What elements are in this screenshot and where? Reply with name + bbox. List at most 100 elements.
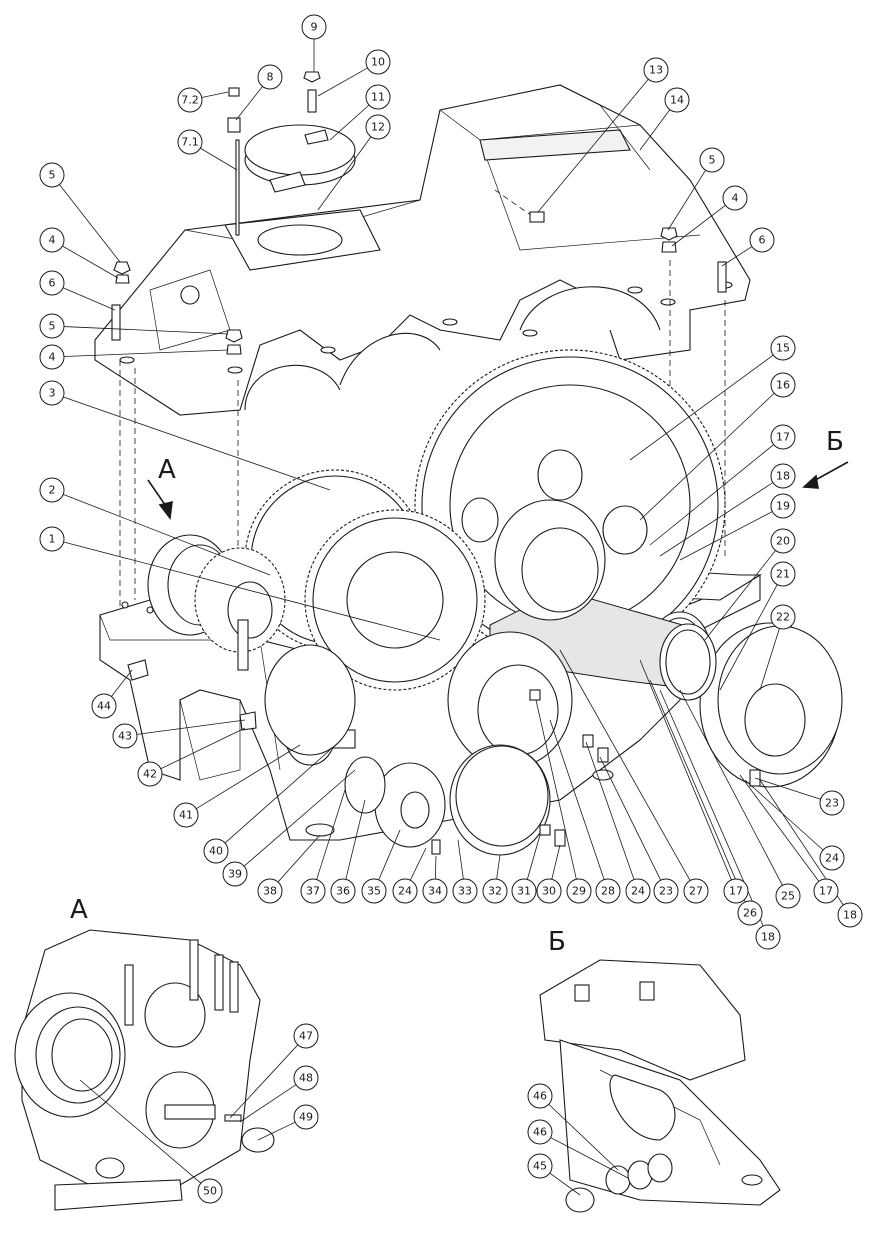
callout-2: 2 <box>39 477 65 503</box>
callout-circle <box>770 372 796 398</box>
callout-circle <box>392 878 418 904</box>
callout-34: 34 <box>422 878 448 904</box>
callout-number: 38 <box>263 885 277 898</box>
callout-circle <box>723 878 749 904</box>
callout-number: 20 <box>776 535 790 548</box>
callout-circle <box>177 87 203 113</box>
leader-line <box>739 774 820 882</box>
callout-number: 26 <box>743 907 757 920</box>
callout-10: 10 <box>365 49 391 75</box>
detail-a-title: А <box>70 895 88 925</box>
leader-line <box>549 719 605 880</box>
leader-line <box>550 1137 629 1179</box>
callout-circle <box>737 900 763 926</box>
callout-number: 13 <box>649 64 663 77</box>
callout-number: 46 <box>533 1090 547 1103</box>
leader-line <box>63 326 229 335</box>
leader-line <box>160 727 246 770</box>
bolts-misc <box>431 689 761 855</box>
leader-line <box>659 482 774 557</box>
callout-number: 11 <box>371 91 385 104</box>
inspection-cover <box>244 124 356 193</box>
callout-number: 22 <box>776 611 790 624</box>
callout-48: 48 <box>293 1065 319 1091</box>
callout-number: 15 <box>776 342 790 355</box>
callout-circle <box>293 1023 319 1049</box>
callout-42: 42 <box>137 761 163 787</box>
callout-36: 36 <box>330 878 356 904</box>
callout-number: 39 <box>228 868 242 881</box>
callout-circle <box>755 924 781 950</box>
callout-number: 34 <box>428 885 442 898</box>
callout-50: 50 <box>197 1178 223 1204</box>
leader-line <box>277 834 321 883</box>
leader-line <box>639 659 732 881</box>
callout-number: 42 <box>143 768 157 781</box>
callout-circle <box>39 526 65 552</box>
leader-line <box>679 689 783 886</box>
callout-number: 6 <box>49 277 56 290</box>
callout-circle <box>527 1083 553 1109</box>
callout-circle <box>770 528 796 554</box>
leader-line <box>62 287 116 311</box>
leader-line <box>434 855 437 880</box>
callout-24a: 24 <box>392 878 418 904</box>
leader-line <box>759 628 780 691</box>
callout-circle <box>257 878 283 904</box>
callout-circle <box>819 845 845 871</box>
detail-b-title: Б <box>548 927 566 957</box>
callout-circle <box>222 861 248 887</box>
callout-number: 40 <box>209 845 223 858</box>
leader-line <box>63 493 271 576</box>
pinion-shaft <box>147 534 286 671</box>
leader-line <box>537 78 649 213</box>
leader-line <box>667 169 706 231</box>
leader-line <box>496 854 501 880</box>
callout-16: 16 <box>770 372 796 398</box>
callout-5a: 5 <box>39 162 65 188</box>
callout-circle <box>625 878 651 904</box>
callout-number: 33 <box>458 885 472 898</box>
detail-view-a: А <box>14 895 275 1211</box>
callout-circle <box>722 185 748 211</box>
leader-line <box>585 741 635 880</box>
callout-number: 48 <box>299 1072 313 1085</box>
callout-4a: 4 <box>39 227 65 253</box>
callout-39: 39 <box>222 861 248 887</box>
callout-47: 47 <box>293 1023 319 1049</box>
callout-12: 12 <box>365 114 391 140</box>
callout-number: 4 <box>49 351 56 364</box>
leader-line <box>559 649 691 881</box>
callout-circle <box>770 604 796 630</box>
callout-circle <box>177 129 203 155</box>
callout-number: 29 <box>572 885 586 898</box>
callout-24c: 24 <box>819 845 845 871</box>
callout-circle <box>330 878 356 904</box>
leader-line <box>224 749 331 844</box>
callout-number: 36 <box>336 885 350 898</box>
leader-line <box>345 799 366 880</box>
input-shaft <box>264 644 356 766</box>
leader-line <box>599 756 662 881</box>
callout-23b: 23 <box>819 790 845 816</box>
callout-number: 50 <box>203 1185 217 1198</box>
callout-number: 8 <box>267 71 274 84</box>
callout-15: 15 <box>770 335 796 361</box>
callout-23a: 23 <box>653 878 679 904</box>
leader-line <box>671 204 726 247</box>
seal-ring <box>659 623 717 701</box>
callout-number: 21 <box>776 568 790 581</box>
callout-40: 40 <box>203 838 229 864</box>
callout-circle <box>452 878 478 904</box>
callout-circle <box>203 838 229 864</box>
callout-number: 31 <box>517 885 531 898</box>
callout-6b: 6 <box>749 227 775 253</box>
callout-number: 2 <box>49 484 56 497</box>
callout-41: 41 <box>173 802 199 828</box>
leader-line <box>754 777 821 800</box>
breather-assembly <box>227 71 321 236</box>
callout-9: 9 <box>301 14 327 40</box>
callout-14: 14 <box>664 87 690 113</box>
callout-number: 23 <box>659 885 673 898</box>
callout-number: 1 <box>49 533 56 546</box>
